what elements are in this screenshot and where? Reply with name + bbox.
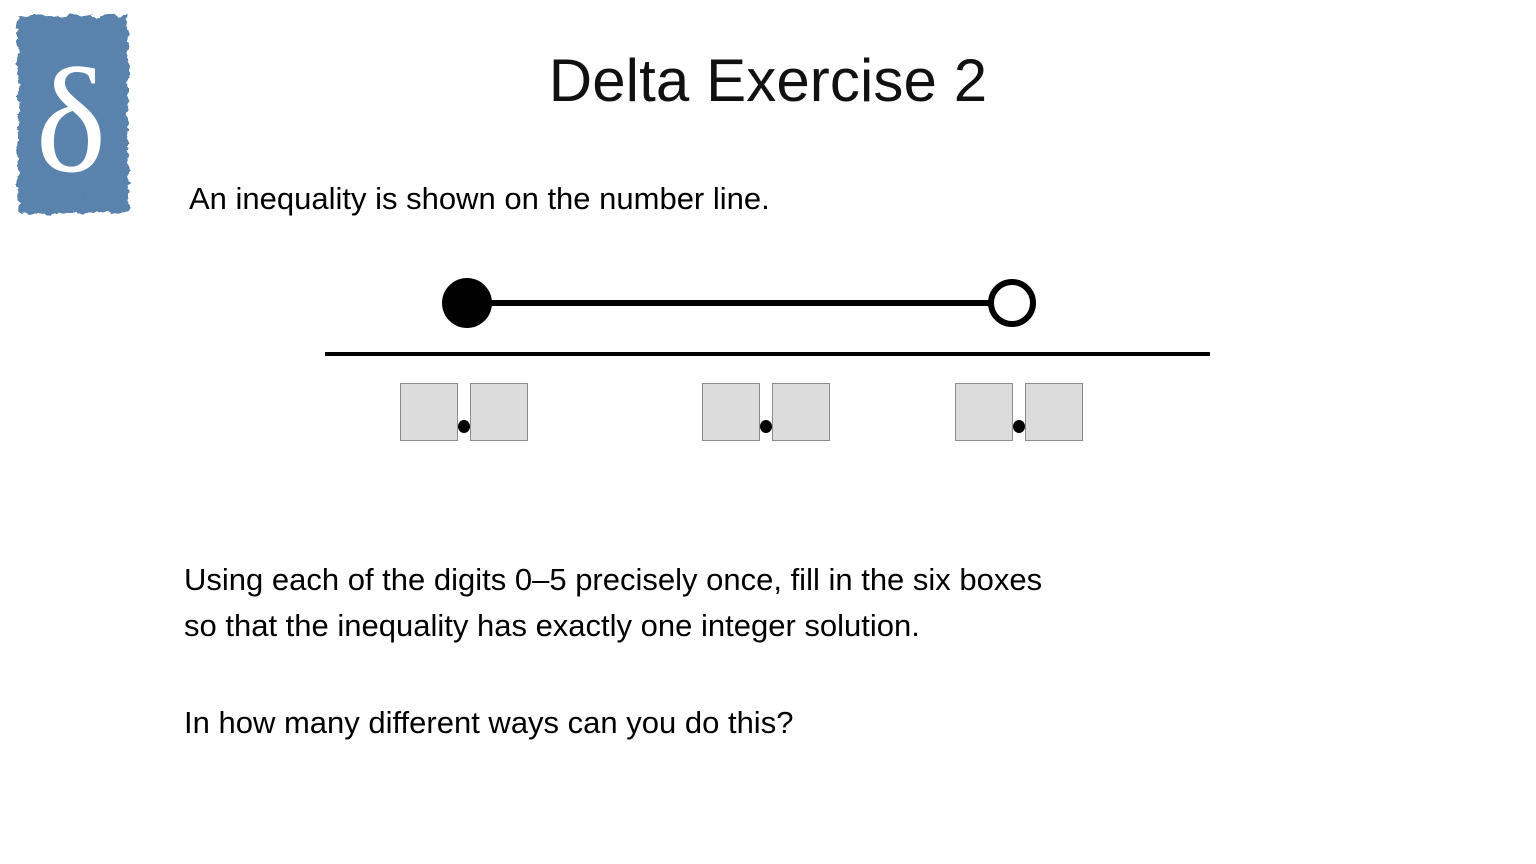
digit-box-4[interactable] bbox=[772, 383, 830, 441]
prompt-line-3: In how many different ways can you do th… bbox=[184, 705, 794, 740]
page-title: Delta Exercise 2 bbox=[548, 47, 988, 114]
delta-logo: δ bbox=[13, 11, 133, 218]
intro-text: An inequality is shown on the number lin… bbox=[189, 181, 770, 216]
open-circle-endpoint bbox=[988, 279, 1036, 327]
decimal-point-icon-2 bbox=[760, 383, 772, 441]
closed-circle-endpoint bbox=[442, 278, 492, 328]
prompt-line-2: so that the inequality has exactly one i… bbox=[184, 608, 920, 643]
box-group-1 bbox=[400, 383, 528, 443]
box-group-2 bbox=[702, 383, 830, 443]
digit-box-1[interactable] bbox=[400, 383, 458, 441]
prompt-paragraph-2: In how many different ways can you do th… bbox=[184, 700, 1364, 746]
digit-box-2[interactable] bbox=[470, 383, 528, 441]
box-group-3 bbox=[955, 383, 1083, 443]
delta-logo-svg: δ bbox=[18, 16, 128, 213]
decimal-point-icon-3 bbox=[1013, 383, 1025, 441]
prompt-line-1: Using each of the digits 0–5 precisely o… bbox=[184, 562, 1043, 597]
prompt-paragraph-1: Using each of the digits 0–5 precisely o… bbox=[184, 557, 1364, 649]
digit-box-5[interactable] bbox=[955, 383, 1013, 441]
number-line-figure bbox=[300, 262, 1240, 462]
decimal-point-icon-1 bbox=[458, 383, 470, 441]
svg-text:δ: δ bbox=[36, 38, 107, 204]
digit-box-3[interactable] bbox=[702, 383, 760, 441]
digit-box-6[interactable] bbox=[1025, 383, 1083, 441]
number-line-svg bbox=[325, 278, 1210, 356]
